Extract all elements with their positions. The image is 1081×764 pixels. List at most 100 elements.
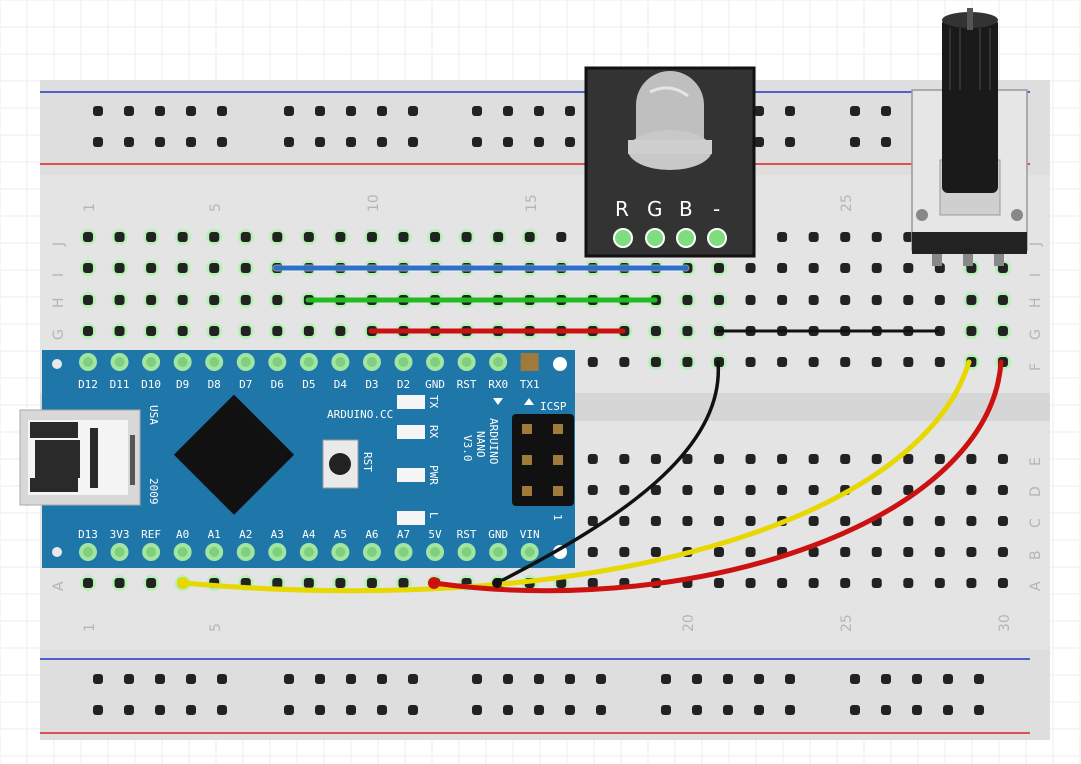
- rail-hole[interactable]: [565, 106, 575, 116]
- terminal-hole[interactable]: [461, 232, 472, 242]
- rail-hole[interactable]: [93, 137, 103, 147]
- terminal-hole[interactable]: [934, 485, 945, 495]
- terminal-hole[interactable]: [840, 232, 851, 242]
- terminal-hole[interactable]: [177, 326, 188, 336]
- terminal-hole[interactable]: [934, 295, 945, 305]
- terminal-hole[interactable]: [650, 485, 661, 495]
- terminal-hole[interactable]: [840, 547, 851, 557]
- rail-hole[interactable]: [881, 705, 891, 715]
- terminal-hole[interactable]: [745, 578, 756, 588]
- terminal-hole[interactable]: [903, 485, 914, 495]
- terminal-hole[interactable]: [903, 547, 914, 557]
- terminal-hole[interactable]: [777, 263, 788, 273]
- rail-hole[interactable]: [785, 674, 795, 684]
- rail-hole[interactable]: [155, 106, 165, 116]
- rail-hole[interactable]: [503, 705, 513, 715]
- terminal-hole[interactable]: [682, 326, 693, 336]
- terminal-hole[interactable]: [745, 263, 756, 273]
- terminal-hole[interactable]: [524, 232, 535, 242]
- rail-hole[interactable]: [186, 137, 196, 147]
- rail-hole[interactable]: [315, 674, 325, 684]
- terminal-hole[interactable]: [366, 232, 377, 242]
- rail-hole[interactable]: [217, 106, 227, 116]
- rail-hole[interactable]: [785, 106, 795, 116]
- terminal-hole[interactable]: [934, 578, 945, 588]
- terminal-hole[interactable]: [966, 516, 977, 526]
- rail-hole[interactable]: [943, 705, 953, 715]
- rail-hole[interactable]: [472, 106, 482, 116]
- rail-hole[interactable]: [850, 137, 860, 147]
- rail-hole[interactable]: [346, 705, 356, 715]
- rail-hole[interactable]: [912, 705, 922, 715]
- terminal-hole[interactable]: [714, 485, 724, 495]
- terminal-hole[interactable]: [714, 295, 724, 305]
- terminal-hole[interactable]: [114, 263, 125, 273]
- terminal-hole[interactable]: [556, 578, 567, 588]
- terminal-hole[interactable]: [177, 295, 188, 305]
- terminal-hole[interactable]: [966, 578, 977, 588]
- rail-hole[interactable]: [723, 705, 733, 715]
- terminal-hole[interactable]: [714, 263, 724, 273]
- terminal-hole[interactable]: [335, 578, 346, 588]
- terminal-hole[interactable]: [272, 232, 283, 242]
- rail-hole[interactable]: [124, 137, 134, 147]
- rail-hole[interactable]: [472, 674, 482, 684]
- terminal-hole[interactable]: [303, 578, 314, 588]
- terminal-hole[interactable]: [366, 578, 377, 588]
- rail-hole[interactable]: [186, 106, 196, 116]
- rail-hole[interactable]: [534, 137, 544, 147]
- terminal-hole[interactable]: [146, 578, 157, 588]
- rail-hole[interactable]: [284, 137, 294, 147]
- terminal-hole[interactable]: [840, 578, 851, 588]
- rail-hole[interactable]: [974, 674, 984, 684]
- terminal-hole[interactable]: [903, 454, 914, 464]
- rail-hole[interactable]: [186, 674, 196, 684]
- rail-hole[interactable]: [534, 674, 544, 684]
- rail-hole[interactable]: [346, 674, 356, 684]
- terminal-hole[interactable]: [272, 326, 283, 336]
- rail-hole[interactable]: [785, 137, 795, 147]
- rail-hole[interactable]: [315, 137, 325, 147]
- terminal-hole[interactable]: [808, 232, 819, 242]
- terminal-hole[interactable]: [745, 485, 756, 495]
- terminal-hole[interactable]: [934, 516, 945, 526]
- terminal-hole[interactable]: [714, 516, 724, 526]
- rail-hole[interactable]: [408, 106, 418, 116]
- rail-hole[interactable]: [850, 106, 860, 116]
- rail-hole[interactable]: [723, 674, 733, 684]
- terminal-hole[interactable]: [146, 295, 157, 305]
- terminal-hole[interactable]: [177, 232, 188, 242]
- rail-hole[interactable]: [377, 106, 387, 116]
- nano-tx1-square-pin[interactable]: [520, 353, 539, 371]
- terminal-hole[interactable]: [209, 232, 220, 242]
- led-pin-r[interactable]: [613, 228, 633, 248]
- rail-hole[interactable]: [912, 674, 922, 684]
- terminal-hole[interactable]: [777, 232, 788, 242]
- rail-hole[interactable]: [754, 106, 764, 116]
- terminal-hole[interactable]: [177, 263, 188, 273]
- rail-hole[interactable]: [692, 705, 702, 715]
- rail-hole[interactable]: [346, 137, 356, 147]
- rail-hole[interactable]: [315, 106, 325, 116]
- rail-hole[interactable]: [596, 674, 606, 684]
- rail-hole[interactable]: [534, 705, 544, 715]
- terminal-hole[interactable]: [903, 295, 914, 305]
- terminal-hole[interactable]: [714, 547, 724, 557]
- terminal-hole[interactable]: [840, 454, 851, 464]
- terminal-hole[interactable]: [335, 326, 346, 336]
- rail-hole[interactable]: [217, 674, 227, 684]
- terminal-hole[interactable]: [83, 295, 93, 305]
- red-wire-curve[interactable]: [431, 359, 1004, 594]
- terminal-hole[interactable]: [777, 578, 788, 588]
- rail-hole[interactable]: [472, 137, 482, 147]
- rail-hole[interactable]: [692, 674, 702, 684]
- terminal-hole[interactable]: [587, 485, 598, 495]
- terminal-hole[interactable]: [966, 295, 977, 305]
- rail-hole[interactable]: [155, 674, 165, 684]
- rail-hole[interactable]: [850, 674, 860, 684]
- terminal-hole[interactable]: [587, 454, 598, 464]
- terminal-hole[interactable]: [808, 454, 819, 464]
- terminal-hole[interactable]: [903, 516, 914, 526]
- black-wire-curve[interactable]: [495, 360, 720, 585]
- terminal-hole[interactable]: [682, 485, 693, 495]
